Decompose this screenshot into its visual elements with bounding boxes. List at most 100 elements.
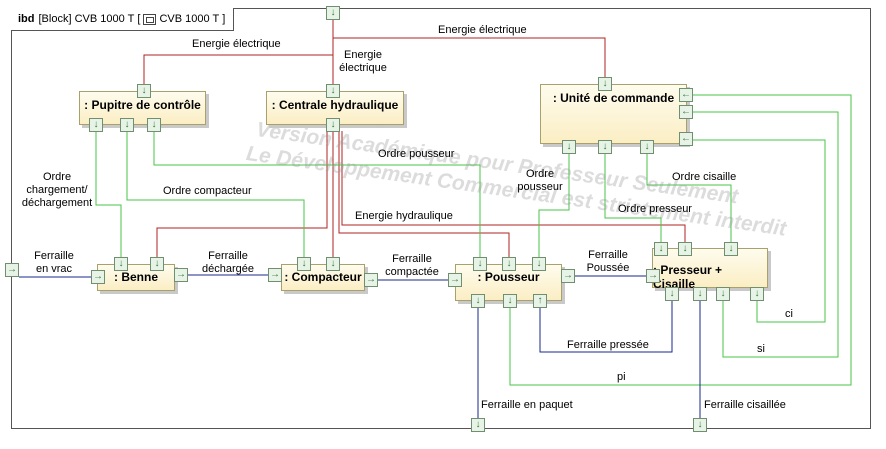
port-unite-ordre-presseur[interactable]: ↓ [598, 140, 612, 154]
port-presseur-ci[interactable]: ↓ [750, 287, 764, 301]
part-presseur-cisaille[interactable]: : Presseur + Cisaille [652, 248, 768, 291]
label-ferraille-compactee-1: Ferraille [392, 253, 432, 265]
port-benne-ordre[interactable]: ↓ [114, 257, 128, 271]
label-ordre-chargement-3: déchargement [21, 197, 93, 209]
port-pousseur-ferraille-pressee[interactable]: ↑ [533, 294, 547, 308]
part-unite-de-commande[interactable]: : Unité de commande [540, 84, 687, 144]
port-frame-energie-in[interactable]: ↓ [326, 6, 340, 20]
port-frame-ferraille-cisaillee[interactable]: ↓ [693, 418, 707, 432]
frame-title: ibd [Block] CVB 1000 T [ CVB 1000 T ] [11, 8, 235, 31]
label-energie-unite: Energie électrique [438, 24, 527, 36]
frame-bracket-open: [ [137, 13, 141, 25]
port-compacteur-ordre[interactable]: ↓ [297, 257, 311, 271]
port-centrale-energie-hydraulique[interactable]: ↓ [326, 118, 340, 132]
part-compacteur[interactable]: : Compacteur [281, 264, 365, 291]
label-ordre-pousseur-2: pousseur [517, 181, 563, 193]
port-benne-ferraille-in[interactable]: → [91, 270, 105, 284]
port-compacteur-ferraille-in[interactable]: → [268, 268, 282, 282]
port-unite-pi[interactable]: ← [679, 88, 693, 102]
port-compacteur-energie[interactable]: ↓ [326, 257, 340, 271]
port-pousseur-ordre-unite[interactable]: ↓ [532, 257, 546, 271]
port-benne-energie[interactable]: ↓ [150, 257, 164, 271]
label-ordre-chargement-2: chargement/ [26, 184, 88, 196]
label-energie-centrale-1: Energie [344, 49, 382, 61]
label-ferraille-compactee-2: compactée [385, 266, 439, 278]
label-ferraille-dechargee-1: Ferraille [208, 250, 248, 262]
port-unite-ordre-pousseur[interactable]: ↓ [562, 140, 576, 154]
wire-ordre-pousseur-pupitre[interactable] [153, 131, 481, 258]
label-ordre-chargement: Ordre chargement/ déchargement [19, 171, 95, 210]
frame-type: [Block] [38, 13, 72, 25]
port-presseur-ferraille-cisaillee[interactable]: ↓ [693, 287, 707, 301]
port-pupitre-ordre-pousseur[interactable]: ↓ [147, 118, 161, 132]
port-pousseur-energie[interactable]: ↓ [502, 257, 516, 271]
label-ordre-pousseur: Ordre pousseur [512, 168, 568, 194]
part-pousseur-label: : Pousseur [477, 270, 540, 284]
label-energie-centrale-2: électrique [339, 62, 387, 74]
wire-ordre-chargement[interactable] [95, 131, 122, 258]
port-unite-ordre-cisaille[interactable]: ↓ [640, 140, 654, 154]
part-presseur-label: : Presseur + Cisaille [653, 263, 723, 291]
port-pupitre-ordre-chargement[interactable]: ↓ [89, 118, 103, 132]
port-unite-si[interactable]: ← [679, 105, 693, 119]
label-ordre-cisaille: Ordre cisaille [672, 171, 737, 183]
port-frame-ferraille-vrac[interactable]: → [5, 263, 19, 277]
port-presseur-ordre-cisaille[interactable]: ↓ [724, 242, 738, 256]
part-pupitre-label: : Pupitre de contrôle [84, 98, 201, 112]
label-energie-centrale: Energie électrique [339, 49, 387, 75]
port-pousseur-ferraille-paquet[interactable]: ↓ [471, 294, 485, 308]
port-pousseur-ferraille-out[interactable]: → [561, 269, 575, 283]
wire-ferraille-pressee[interactable] [539, 294, 673, 353]
wire-si[interactable] [693, 111, 839, 358]
wire-energie-unite[interactable] [332, 20, 606, 78]
port-presseur-ferraille-pressee[interactable]: ↓ [665, 287, 679, 301]
label-ferraille-vrac-2: en vrac [35, 263, 73, 275]
label-energie-hydraulique: Energie hydraulique [355, 210, 453, 222]
part-pupitre-de-controle[interactable]: : Pupitre de contrôle [79, 91, 206, 125]
port-presseur-si[interactable]: ↓ [716, 287, 730, 301]
frame-kind: ibd [18, 13, 35, 25]
wire-hydro-presseur[interactable] [341, 131, 686, 242]
frame-diagram-name: CVB 1000 T [159, 13, 220, 25]
port-unite-energie[interactable]: ↓ [598, 77, 612, 91]
wire-ci[interactable] [693, 139, 826, 323]
port-presseur-ordre-presseur[interactable]: ↓ [654, 242, 668, 256]
port-unite-ci[interactable]: ← [679, 132, 693, 146]
label-si: si [757, 343, 765, 355]
port-pousseur-ferraille-in[interactable]: → [448, 273, 462, 287]
wire-ordre-compacteur[interactable] [126, 131, 305, 258]
wire-hydro-pousseur[interactable] [338, 131, 510, 258]
part-centrale-label: : Centrale hydraulique [271, 98, 399, 112]
wire-ordre-cisaille[interactable] [646, 150, 732, 242]
port-pousseur-pi[interactable]: ↓ [503, 294, 517, 308]
label-ordre-chargement-1: Ordre [42, 171, 72, 183]
wire-ordre-presseur[interactable] [604, 150, 662, 242]
port-compacteur-ferraille-out[interactable]: → [364, 273, 378, 287]
wire-hydro-benne[interactable] [156, 131, 328, 258]
label-ordre-pousseur-top: Ordre pousseur [378, 148, 455, 160]
part-unite-label: : Unité de commande [552, 91, 675, 105]
label-ordre-compacteur: Ordre compacteur [163, 185, 252, 197]
label-ferraille-paquet: Ferraille en paquet [481, 399, 573, 411]
port-pousseur-ordre-pupitre[interactable]: ↓ [473, 257, 487, 271]
port-centrale-energie[interactable]: ↓ [326, 84, 340, 98]
label-ferraille-poussee: Ferraille Poussée [578, 249, 638, 275]
port-presseur-ferraille-in[interactable]: → [646, 269, 660, 283]
port-frame-ferraille-paquet[interactable]: ↓ [471, 418, 485, 432]
label-ordre-presseur: Ordre presseur [618, 203, 692, 215]
frame-bracket-close: ] [222, 13, 226, 25]
label-ferraille-pressee: Ferraille pressée [567, 339, 649, 351]
diagram-frame [11, 8, 871, 429]
port-benne-ferraille-out[interactable]: → [174, 268, 188, 282]
part-benne[interactable]: : Benne [97, 264, 175, 291]
port-pupitre-ordre-compacteur[interactable]: ↓ [120, 118, 134, 132]
wire-ordre-pousseur-unite[interactable] [538, 150, 570, 258]
part-compacteur-label: : Compacteur [284, 270, 362, 284]
label-ferraille-vrac: Ferraille en vrac [26, 250, 82, 276]
wire-pi[interactable] [509, 94, 852, 386]
label-ferraille-dechargee: Ferraille déchargée [196, 250, 260, 276]
port-pupitre-energie[interactable]: ↓ [137, 84, 151, 98]
frame-block-name: CVB 1000 T [74, 13, 135, 25]
port-presseur-energie[interactable]: ↓ [678, 242, 692, 256]
